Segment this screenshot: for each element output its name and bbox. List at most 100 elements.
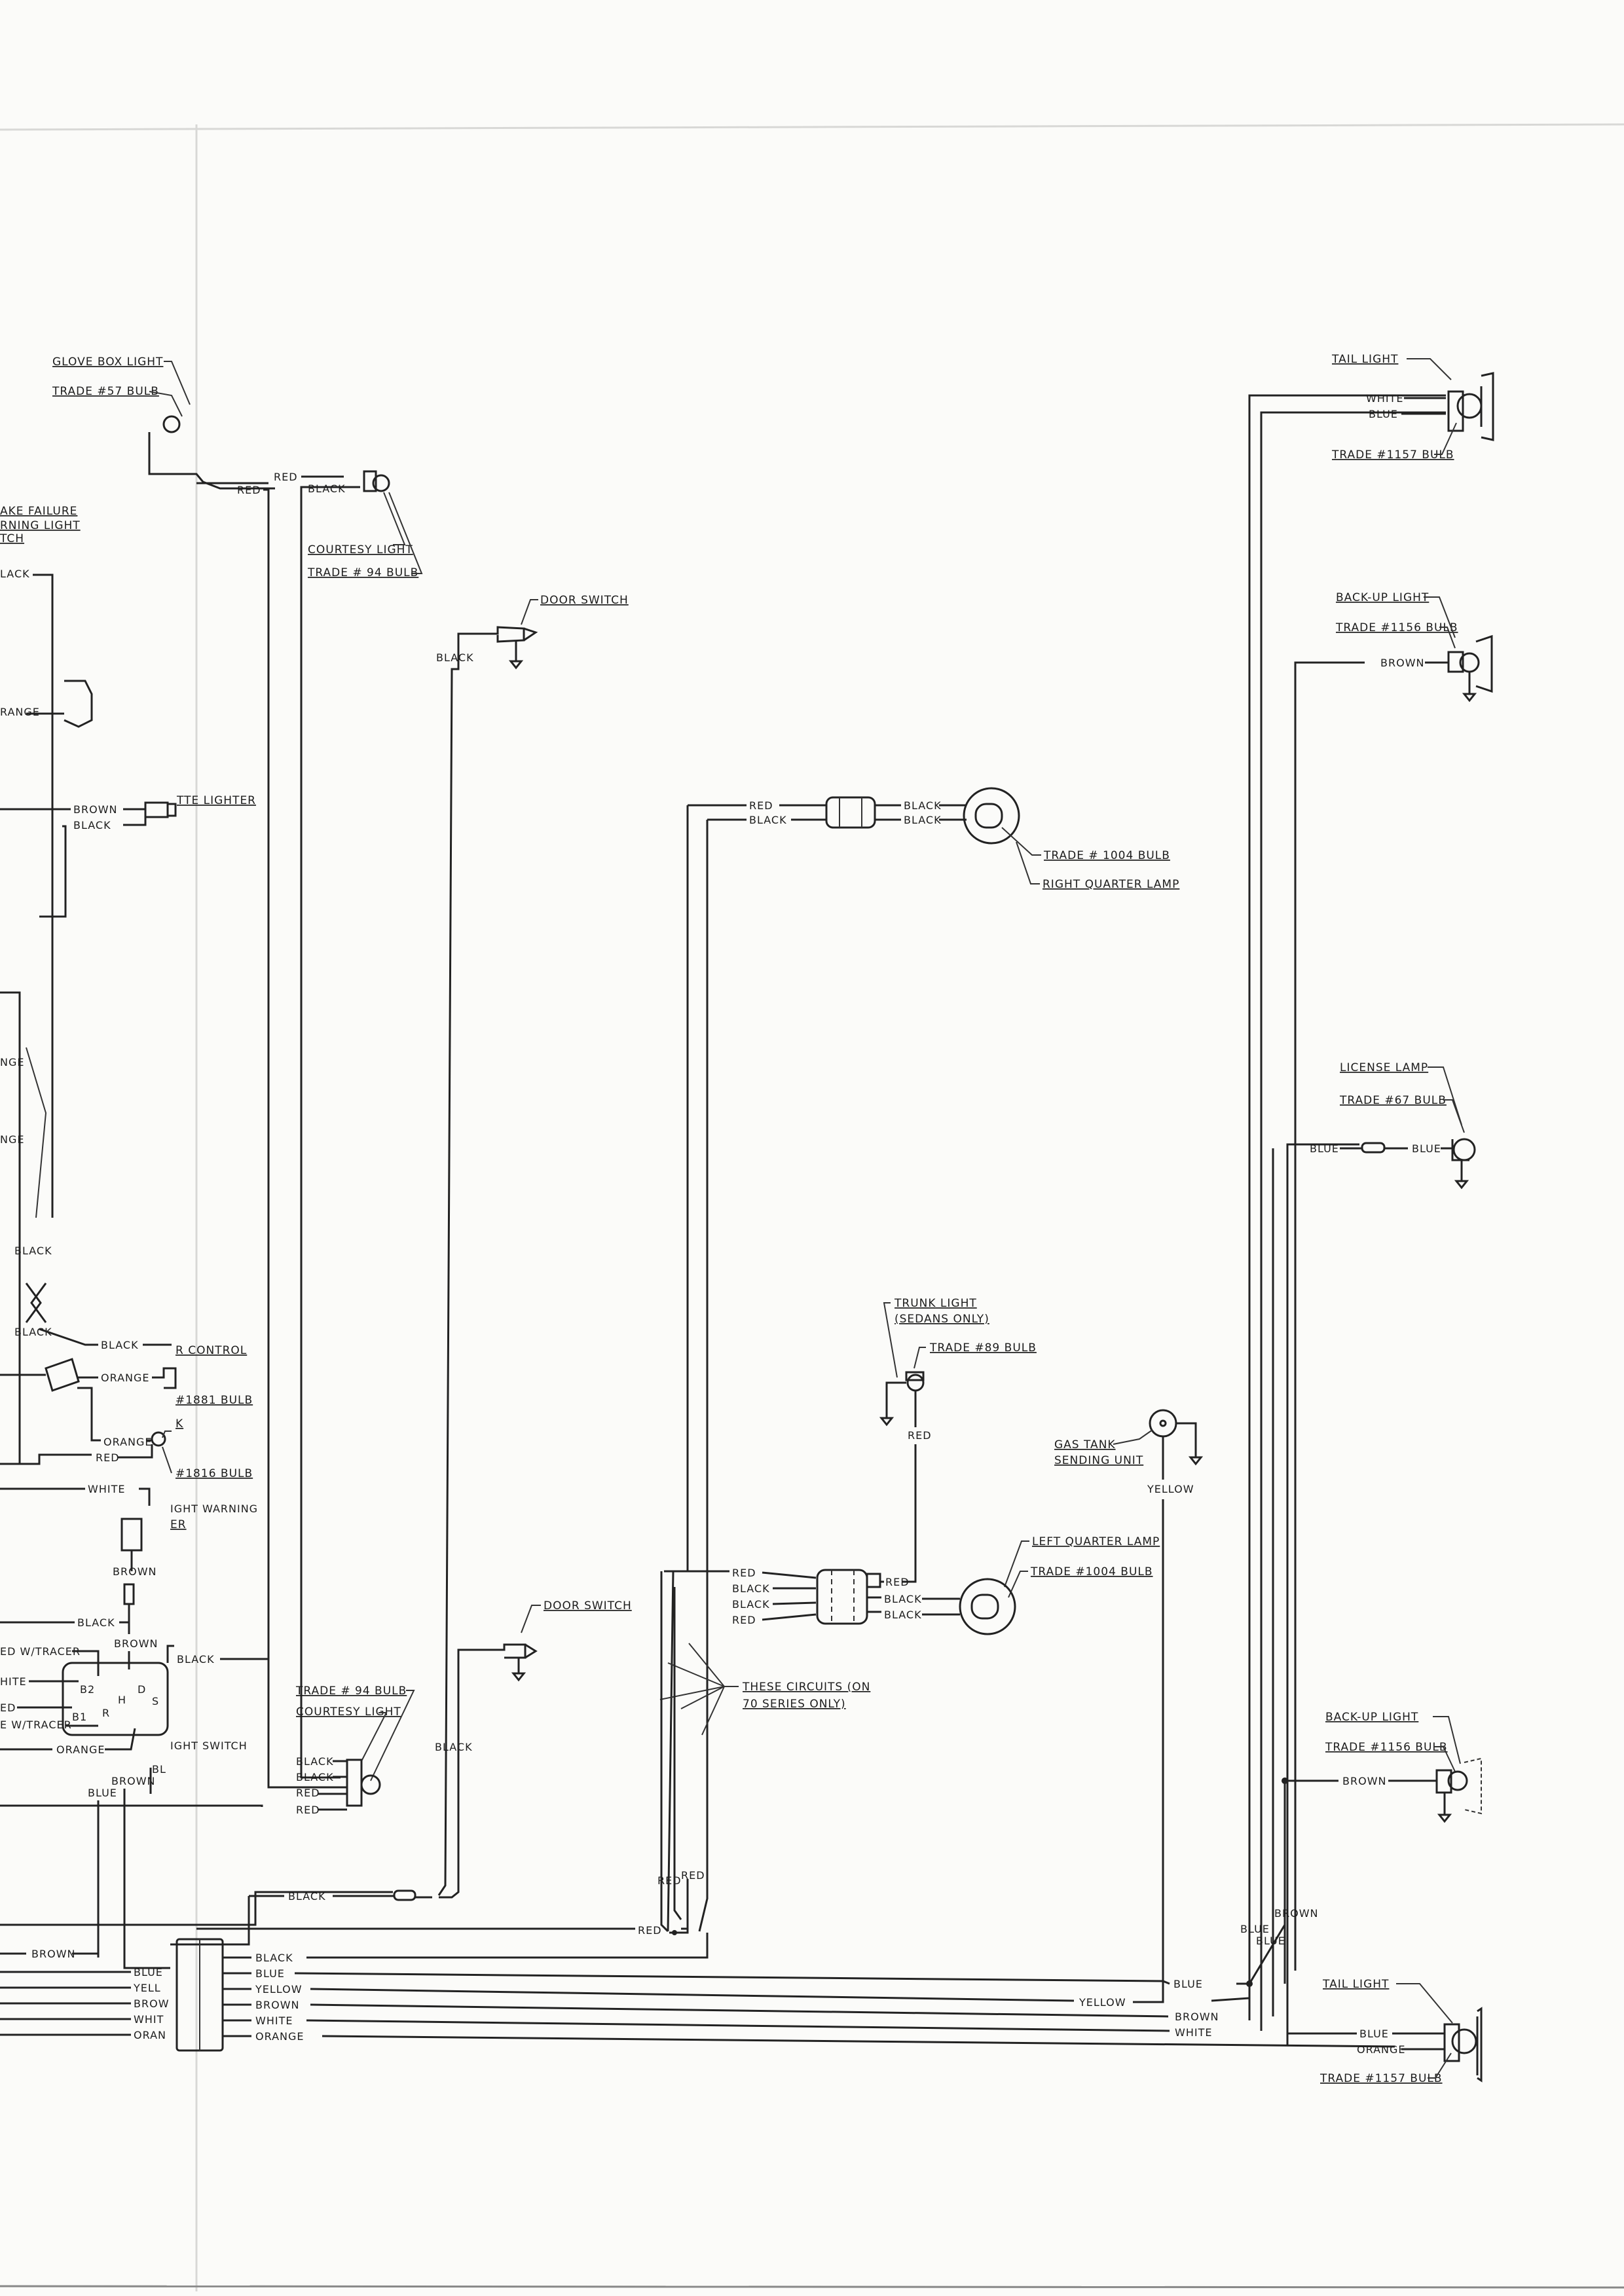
wire-label-red: RED: [296, 1804, 320, 1816]
wire-label-red: RED: [732, 1567, 756, 1579]
brake-failure-label: AKE FAILURE: [0, 505, 77, 518]
wire-label-orange-partial: NGE: [0, 1133, 24, 1146]
glove-box-bulb-icon: [162, 415, 181, 433]
cigarette-lighter: TTE LIGHTER BROWN BLACK: [0, 794, 256, 918]
quarter-lamp-icon: [963, 787, 1020, 845]
wire-label-orange: ORANGE: [1357, 2043, 1405, 2056]
tail-light-bottom: TAIL LIGHT BLUE ORANGE TRADE #1157 BULB: [1287, 1978, 1483, 2085]
quarter-bulb-label: TRADE # 1004 BULB: [1043, 849, 1170, 862]
bulb-1881-label: #1881 BULB: [175, 1394, 253, 1407]
wire-label-red: RED: [237, 484, 261, 496]
door-switch-label: DOOR SWITCH: [540, 594, 629, 607]
wire-label-tracer-partial: E W/TRACER: [0, 1719, 72, 1731]
license-bulb-icon: [1452, 1138, 1476, 1161]
courtesy-bulb-icon: [372, 474, 390, 492]
harness-connector: BLACK BLUE YELLOW BROWN WHITE ORANGE BLU…: [0, 1933, 1395, 2052]
control-label: R CONTROL: [175, 1344, 247, 1357]
backup-bulb-label: TRADE #1156 BULB: [1325, 1741, 1448, 1754]
wire-label-black: BLACK: [77, 1616, 115, 1629]
backup-light-top: BACK-UP LIGHT TRADE #1156 BULB BROWN: [1335, 591, 1493, 702]
wire-label-black: BLACK: [288, 1890, 326, 1903]
wire-label-orange-partial: RANGE: [0, 706, 40, 718]
wire-label-black: BLACK: [436, 651, 474, 664]
wire-label-blue: BLUE: [1310, 1142, 1339, 1155]
pin-b2: B2: [80, 1683, 95, 1696]
courtesy-light-label: COURTESY LIGHT: [296, 1705, 401, 1719]
tail-bulb-label: TRADE #1157 BULB: [1320, 2072, 1443, 2085]
courtesy-bulb-label: TRADE # 94 BULB: [307, 566, 418, 579]
wire-label-black: BLACK: [904, 814, 942, 826]
wire-label-blue: BLUE: [1359, 2028, 1389, 2040]
paper-fold-top: [0, 123, 1624, 131]
wire-label-white-partial: WHIT: [134, 2013, 164, 2026]
bulb-1816-label: #1816 BULB: [175, 1467, 253, 1480]
license-lamp: LICENSE LAMP TRADE #67 BULB BLUE BLUE: [1310, 1061, 1476, 1190]
wire-label-red: RED: [908, 1429, 932, 1442]
backup-light-bottom: BACK-UP LIGHT TRADE #1156 BULB BROWN: [1325, 1711, 1482, 1823]
light-switch-label: IGHT SWITCH: [170, 1740, 248, 1752]
courtesy-light-top: BLACK COURTESY LIGHT TRADE # 94 BULB: [300, 470, 423, 1779]
glove-box-bulb-label: TRADE #57 BULB: [52, 385, 159, 398]
quarter-bulb-label: TRADE #1004 BULB: [1030, 1565, 1153, 1578]
backup-bulb-label: TRADE #1156 BULB: [1335, 621, 1458, 634]
gas-tank-icon: [1149, 1409, 1177, 1438]
light-switch-block: [62, 1662, 169, 1736]
wire-label-brown: BROWN: [113, 1565, 157, 1578]
wire-label-blue: BLUE: [1256, 1935, 1285, 1947]
wire-label-black-partial: LACK: [0, 568, 30, 580]
left-quarter-lamp-label: LEFT QUARTER LAMP: [1032, 1535, 1160, 1548]
door-switch-bottom: DOOR SWITCH BLACK BLACK: [170, 1599, 631, 1946]
right-quarter-lamp: RED BLACK BLACK BLACK TRADE # 1004 BULB …: [667, 787, 1179, 1932]
courtesy-connector: [346, 1758, 363, 1807]
pin-r: R: [102, 1707, 110, 1719]
backup-light-label: BACK-UP LIGHT: [1325, 1711, 1418, 1724]
pin-s: S: [152, 1695, 159, 1707]
gas-tank-sending-unit: GAS TANK SENDING UNIT YELLOW YELLOW: [1054, 1409, 1204, 2009]
wire-label-brown-partial: BROW: [134, 1997, 170, 2010]
wire-label-white: WHITE: [1175, 2026, 1212, 2039]
tail-bulb-label: TRADE #1157 BULB: [1331, 448, 1454, 462]
brake-failure-switch: AKE FAILURE RNING LIGHT TCH LACK RANGE: [0, 505, 93, 1218]
wire-label-black: BLACK: [101, 1339, 139, 1351]
wire-label-brown: BROWN: [31, 1948, 75, 1960]
trunk-light-label-2: (SEDANS ONLY): [895, 1313, 989, 1326]
glove-box-light-label: GLOVE BOX LIGHT: [52, 355, 163, 369]
wire-label-red: RED: [296, 1787, 320, 1799]
brake-failure-label-3: TCH: [0, 532, 24, 545]
wire-label-red-partial: ED: [0, 1702, 16, 1714]
light-warning-label: IGHT WARNING: [170, 1503, 258, 1515]
light-warning-label-2: ER: [170, 1518, 187, 1531]
tail-bulb-icon: [1456, 393, 1483, 419]
wire-label-white: WHITE: [1366, 392, 1403, 405]
wire-label-orange: ORANGE: [255, 2030, 304, 2043]
wire-label-brown: BROWN: [1274, 1907, 1318, 1920]
wire-label-red: RED: [732, 1614, 756, 1626]
wire-label-red: RED: [749, 799, 773, 812]
wire-label-brown: BROWN: [1342, 1775, 1386, 1787]
wire-label-red: RED: [885, 1576, 910, 1588]
trunk-light-label: TRUNK LIGHT: [894, 1297, 977, 1310]
tail-light-socket: [1447, 390, 1464, 432]
wire-label-blue: BLUE: [1369, 408, 1398, 420]
wire-label-blue: BLUE: [88, 1787, 117, 1799]
glove-box-light: GLOVE BOX LIGHT TRADE #57 BULB RED RED: [52, 355, 347, 1789]
right-harness: BLUE BROWN WHITE BLUE BLUE BROWN: [1173, 394, 1446, 2045]
tail-light-label: TAIL LIGHT: [1331, 353, 1398, 366]
warning-light-icon: [120, 1518, 143, 1552]
gas-tank-label-2: SENDING UNIT: [1054, 1454, 1143, 1467]
wire-label-black: BLACK: [73, 819, 111, 831]
wire-label-red: RED: [96, 1451, 120, 1464]
circuits-note-label-2: 70 SERIES ONLY): [743, 1698, 846, 1711]
wire-label-brown: BROWN: [114, 1637, 158, 1650]
wire-label-white-partial: HITE: [0, 1675, 27, 1688]
wire-label-blue: BLUE: [1412, 1142, 1441, 1155]
wire-label-orange-partial: ORAN: [134, 2029, 166, 2041]
wire-label-orange: ORANGE: [56, 1743, 105, 1756]
circuits-note-label: THESE CIRCUITS (ON: [742, 1681, 870, 1694]
wire-label-black: BLACK: [904, 799, 942, 812]
wire-label-orange-partial: NGE: [0, 1056, 24, 1068]
lighter-icon: [144, 801, 169, 818]
lighter-label: TTE LIGHTER: [176, 794, 256, 807]
wire-label-brown: BROWN: [73, 803, 117, 816]
